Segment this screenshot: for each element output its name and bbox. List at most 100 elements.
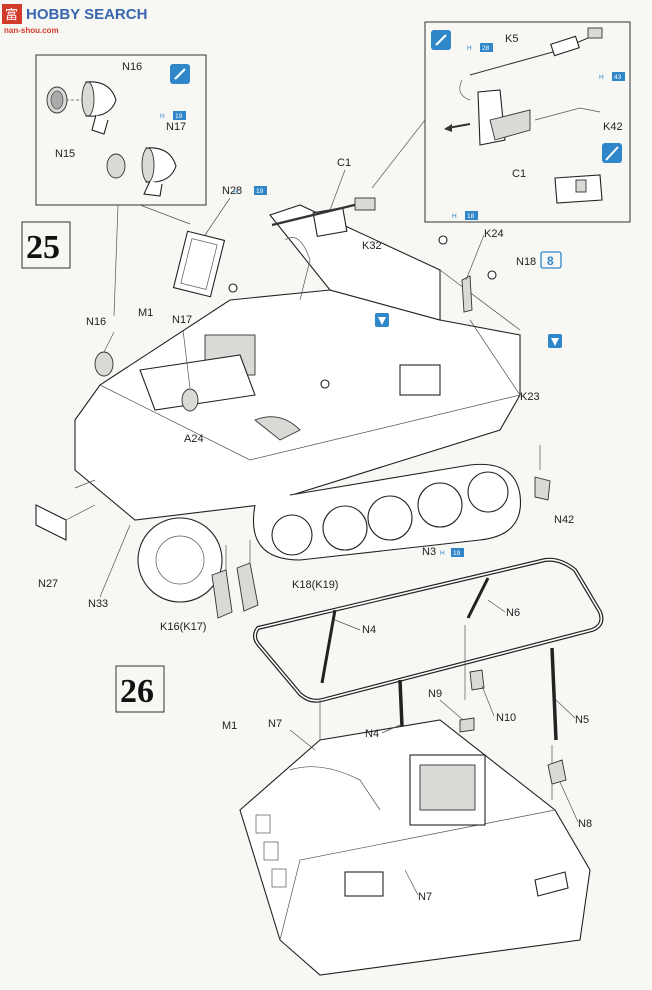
driver-figure xyxy=(254,416,301,441)
hint-badge xyxy=(254,186,267,195)
hint-letter: H xyxy=(160,113,165,120)
leader-line xyxy=(439,699,464,721)
hint-box-k5b: H 43 xyxy=(599,72,625,81)
inset-frame xyxy=(424,21,631,223)
leader-line xyxy=(559,781,579,823)
leader-line xyxy=(74,479,96,489)
road-wheels xyxy=(271,471,509,556)
inset-headlights: N16 N15 N17 H 19 xyxy=(35,54,207,317)
inset-machine-gun: K5 K42 C1 H 28 H 43 xyxy=(371,21,631,223)
watermark-text: HOBBY SEARCH xyxy=(26,6,147,23)
label-n17-inset: N17 xyxy=(166,121,186,133)
bracket-n10 xyxy=(469,669,485,691)
leader-line xyxy=(481,685,495,717)
leader-line xyxy=(404,869,419,896)
label-a24: A24 xyxy=(184,433,204,445)
mg-receiver xyxy=(354,197,376,211)
hull-vent xyxy=(255,814,271,834)
hint-marker-arrow xyxy=(378,317,386,325)
label-n27: N27 xyxy=(38,578,58,590)
arrow-head xyxy=(444,124,452,132)
step-box xyxy=(115,665,165,713)
mg-shield-c1 xyxy=(312,206,348,238)
seat-cushion xyxy=(419,764,476,811)
front-wheel xyxy=(137,517,223,603)
glue-icon-glyph xyxy=(435,34,447,46)
headlight-rim xyxy=(81,81,95,117)
hint-marker xyxy=(375,313,389,327)
inset-frame xyxy=(35,54,207,206)
step-26: 26 N3 H 19 xyxy=(115,546,604,976)
leader-line xyxy=(204,197,231,236)
mount-arm xyxy=(459,79,471,101)
bumper-n27 xyxy=(35,504,67,541)
step-25: 25 xyxy=(21,157,574,633)
leader-line xyxy=(465,234,485,281)
hint-letter: H xyxy=(440,550,445,557)
hint-badge xyxy=(451,548,464,557)
paint-icon-glyph xyxy=(605,146,619,161)
headlight-glass xyxy=(50,90,64,110)
part-k24 xyxy=(461,275,473,313)
hint-box-n3: H 19 xyxy=(440,548,464,557)
road-wheel xyxy=(367,495,413,541)
label-c1: C1 xyxy=(337,157,351,169)
label-n18: N18 xyxy=(516,256,536,268)
mg-stock xyxy=(587,27,603,39)
hint-number: 28 xyxy=(482,45,490,52)
label-n16: N16 xyxy=(86,316,106,328)
part-n28-inner xyxy=(180,238,218,290)
label-n8: N8 xyxy=(578,818,592,830)
road-wheel xyxy=(417,482,463,528)
flap-k16 xyxy=(211,569,233,619)
label-k18: K18(K19) xyxy=(292,579,338,591)
label-n10: N10 xyxy=(496,712,516,724)
halftrack-hull xyxy=(74,289,521,521)
label-c1-inset: C1 xyxy=(512,168,526,180)
hull-edge xyxy=(99,384,521,461)
windshield-frame xyxy=(284,237,311,301)
label-n3: N3 xyxy=(422,546,436,558)
leader-line xyxy=(182,329,191,389)
leader-line xyxy=(103,331,115,353)
rear-box xyxy=(399,364,441,396)
leader-line xyxy=(289,729,316,751)
strut-n5 xyxy=(550,647,558,741)
leader-line xyxy=(334,619,361,631)
headlight-lens xyxy=(106,153,126,179)
road-wheel xyxy=(467,471,509,513)
headlight-rim xyxy=(141,147,155,183)
mount-k42 xyxy=(489,109,531,141)
hull-plate xyxy=(534,871,569,897)
leader-line xyxy=(329,169,346,211)
label-k5: K5 xyxy=(505,33,518,45)
label-n17: N17 xyxy=(172,314,192,326)
hint-number: 19 xyxy=(453,550,461,557)
mg-barrel xyxy=(469,31,603,76)
hint-letter: H xyxy=(452,213,457,220)
label-k16: K16(K17) xyxy=(160,621,206,633)
label-k24: K24 xyxy=(484,228,504,240)
hint-letter: H xyxy=(233,189,238,196)
hull-edge xyxy=(279,809,556,941)
hint-box-k5a: H 28 xyxy=(467,43,493,52)
hint-box-n17: H 19 xyxy=(160,111,186,120)
watermark-badge-text: 富 xyxy=(5,7,18,23)
canopy-frame-highlight xyxy=(254,558,603,702)
label-k42: K42 xyxy=(603,121,623,133)
leader-line xyxy=(555,699,576,719)
watermark-subtext: nan-shou.com xyxy=(4,26,59,35)
quantity-badge-text: 8 xyxy=(547,254,554,268)
road-wheel xyxy=(271,514,313,556)
step-number-25: 25 xyxy=(26,229,60,266)
leader-line xyxy=(487,599,506,613)
hull-m1 xyxy=(239,719,591,976)
watermark-badge xyxy=(2,4,22,24)
label-n6: N6 xyxy=(506,607,520,619)
hint-box-k24: H 18 xyxy=(452,211,478,220)
hint-badge xyxy=(480,43,493,52)
hint-marker xyxy=(548,334,562,348)
hint-letter: H xyxy=(467,45,472,52)
hull-vent xyxy=(271,868,287,888)
